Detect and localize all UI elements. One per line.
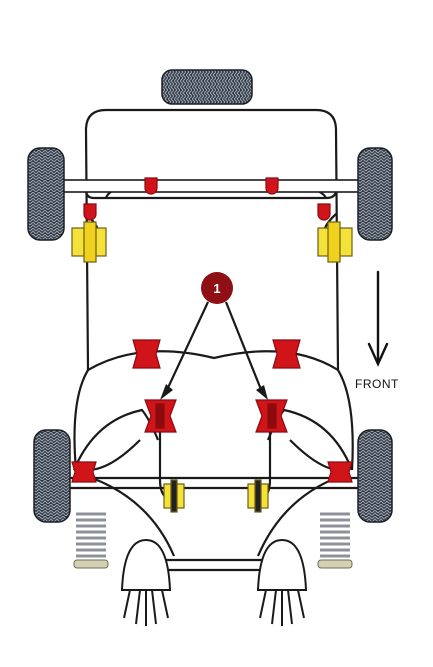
- direction-label: FRONT: [355, 377, 399, 391]
- front-upper-bush-red: [132, 339, 301, 369]
- front-outer-bush-red: [71, 461, 353, 483]
- rear-bush-red: [83, 177, 331, 221]
- front-hub-left: [120, 538, 172, 626]
- wheel-front-left: [33, 429, 71, 523]
- wheel-front-right: [357, 429, 393, 523]
- coil-spring-icon: [73, 512, 353, 569]
- callout-number: 1: [213, 281, 220, 296]
- chassis-frame: [61, 108, 365, 572]
- wheel-rear-left: [27, 147, 65, 241]
- rear-shock-mount-yellow: [71, 221, 353, 263]
- spare-wheel: [161, 69, 253, 105]
- wheel-rear-right: [357, 147, 393, 241]
- front-radius-arm-bush-red: [144, 399, 288, 433]
- front-bush-yellow: [163, 479, 269, 513]
- front-hub-right: [256, 538, 308, 626]
- arrow-down-icon: [367, 270, 389, 367]
- callout-marker-icon: 1: [160, 272, 268, 400]
